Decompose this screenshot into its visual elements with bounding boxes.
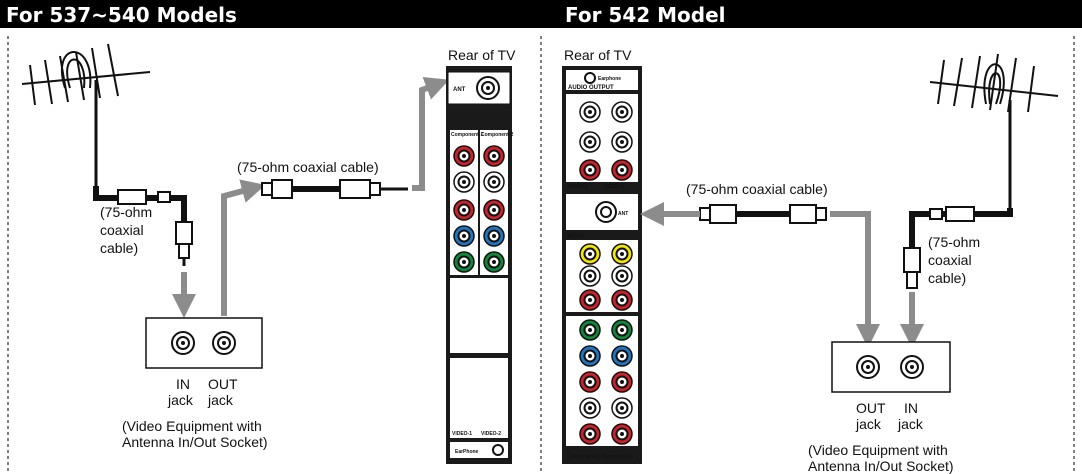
right-video1-label: VIDEO-1 [604,184,624,190]
left-side-coax-label-2: coaxial [100,222,144,238]
left-comp1-label: Component-1 [451,132,483,138]
left-rear-label: Rear of TV [448,47,516,63]
left-earphone-jack-icon [492,444,504,456]
right-side-coax-label-2: coaxial [928,252,972,268]
left-side-cable [93,186,193,266]
left-in-jack-icon [171,331,195,355]
red-jack-icon [611,159,633,181]
right-in-jack-icon [900,355,924,379]
right-video2-label: VIDEO-2 [568,184,588,190]
right-in-label: IN [904,400,918,416]
red-jack-icon [579,159,601,181]
red-jack-icon [453,145,475,167]
right-hdtv-label: HDTV [568,234,584,240]
left-header: For 537~540 Models [6,3,237,27]
blue-jack-icon [579,345,601,367]
right-earphone-label: Earphone [598,76,621,82]
red-jack-icon [453,199,475,221]
right-panel-jacks [579,101,633,445]
white-jack-icon [453,171,475,193]
left-video2-label: VIDEO-2 [481,431,501,437]
svideo-jack-icon [579,101,601,123]
yellow-jack-icon [611,243,633,265]
left-out-jack-icon [212,331,236,355]
right-audio-output-label: AUDIO OUTPUT [568,85,614,91]
red-jack-icon [611,423,633,445]
white-jack-icon [579,265,601,287]
right-out-arrow [830,211,880,348]
left-device-caption-1: (Video Equipment with [122,418,262,434]
green-jack-icon [579,319,601,341]
green-jack-icon [611,319,633,341]
left-to-tv-arrow [412,76,450,191]
right-device-caption-2: Antenna In/Out Socket) [808,458,954,474]
white-jack-icon [611,265,633,287]
yellow-jack-icon [579,243,601,265]
red-jack-icon [483,199,505,221]
red-jack-icon [483,145,505,167]
left-video-device [145,317,263,369]
blue-jack-icon [453,225,475,247]
left-side-coax-label-3: cable) [100,240,138,256]
green-jack-icon [483,251,505,273]
right-out-jack-icon [856,355,880,379]
right-out-label: OUT [856,400,886,416]
right-earphone-jack-icon [584,72,596,84]
right-in-jack-label: jack [897,416,924,432]
blue-jack-icon [483,225,505,247]
right-comp1-label: Component-1 [601,454,633,460]
white-jack-icon [579,131,601,153]
right-ant-label: ANT [618,211,628,217]
right-side-cable [903,206,1013,289]
left-side-coax-label-1: (75-ohm [100,204,152,220]
green-jack-icon [453,251,475,273]
left-out-jack-label: jack [207,392,234,408]
red-jack-icon [611,289,633,311]
header-bar [0,0,1082,28]
right-main-coax-label: (75-ohm coaxial cable) [686,181,828,197]
white-jack-icon [611,397,633,419]
antenna-icon [21,43,151,188]
left-device-caption-2: Antenna In/Out Socket) [122,434,268,450]
right-rear-label: Rear of TV [564,47,632,63]
red-jack-icon [579,371,601,393]
left-video1-label: VIDEO-1 [452,431,472,437]
left-comp2-label: Component-2 [481,132,513,138]
right-antenna-icon [929,53,1059,210]
left-tv-rear-panel: ANT Component-1 Component-2 VIDEO-1 VIDE… [446,66,513,464]
white-jack-icon [483,171,505,193]
left-out-label: OUT [208,376,238,392]
right-video-device [831,341,951,393]
right-device-caption-1: (Video Equipment with [808,442,948,458]
red-jack-icon [579,289,601,311]
left-earphone-label: EarPhone [455,449,479,455]
right-tv-rear-panel: Earphone AUDIO OUTPUT VIDEO-2 VIDEO-1 AN… [562,66,642,464]
right-main-coax [660,204,827,224]
left-main-coax-label: (75-ohm coaxial cable) [237,159,379,175]
right-out-jack-label: jack [855,416,882,432]
right-side-coax-label-1: (75-ohm [928,234,980,250]
left-ant-label: ANT [453,87,466,93]
left-main-coax [261,179,408,199]
left-in-label: IN [176,376,190,392]
right-side-coax-label-3: cable) [928,270,966,286]
red-jack-icon [611,371,633,393]
red-jack-icon [579,423,601,445]
left-in-jack-label: jack [167,392,194,408]
blue-jack-icon [611,345,633,367]
right-header: For 542 Model [565,3,726,27]
right-comp2-label: Component-2 [567,454,599,460]
white-jack-icon [579,397,601,419]
left-out-arrow [221,179,266,316]
svideo-jack-icon [611,101,633,123]
white-jack-icon [611,131,633,153]
